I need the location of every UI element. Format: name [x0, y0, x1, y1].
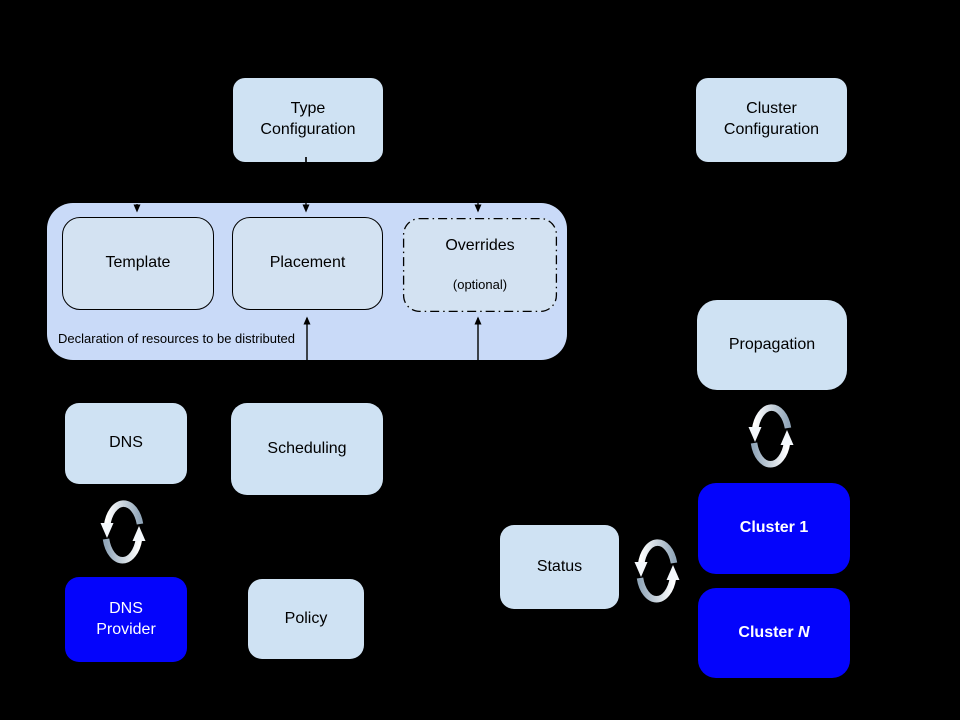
node-cluster-n: Cluster N	[698, 588, 850, 678]
node-label-wrap: Overrides (optional)	[445, 215, 514, 315]
node-cluster-1: Cluster 1	[698, 483, 850, 574]
node-label: Template	[105, 254, 171, 272]
node-dns: DNS	[65, 403, 187, 484]
node-label: Status	[536, 557, 583, 575]
node-label: Propagation	[728, 335, 816, 353]
node-dns-provider: DNS Provider	[65, 577, 187, 662]
sync-icon	[635, 543, 680, 600]
sync-icon	[101, 504, 146, 561]
node-label: Cluster 1	[739, 519, 809, 537]
node-label: Overrides	[445, 236, 515, 254]
node-template: Template	[62, 217, 214, 310]
node-placement: Placement	[232, 217, 383, 310]
node-label: DNS Provider	[96, 599, 156, 638]
node-label: Cluster N	[738, 623, 809, 644]
node-label: DNS	[109, 434, 143, 452]
cluster-n-prefix: Cluster	[738, 623, 798, 641]
node-cluster-configuration: Cluster Configuration	[696, 78, 847, 162]
node-label: Type Configuration	[260, 100, 356, 138]
group-caption: Declaration of resources to be distribut…	[58, 331, 296, 346]
node-label: Scheduling	[267, 439, 347, 457]
node-status: Status	[500, 525, 619, 609]
node-scheduling: Scheduling	[231, 403, 383, 495]
node-sublabel: (optional)	[452, 277, 508, 293]
node-label: Placement	[269, 254, 346, 272]
node-label: Cluster Configuration	[723, 100, 820, 138]
node-propagation: Propagation	[697, 300, 847, 390]
node-type-configuration: Type Configuration	[233, 78, 383, 162]
node-overrides: Overrides (optional)	[403, 218, 557, 312]
node-label: Policy	[284, 609, 328, 627]
sync-icon	[749, 408, 794, 465]
cluster-n-italic-suffix: N	[798, 623, 810, 641]
node-policy: Policy	[248, 579, 364, 659]
